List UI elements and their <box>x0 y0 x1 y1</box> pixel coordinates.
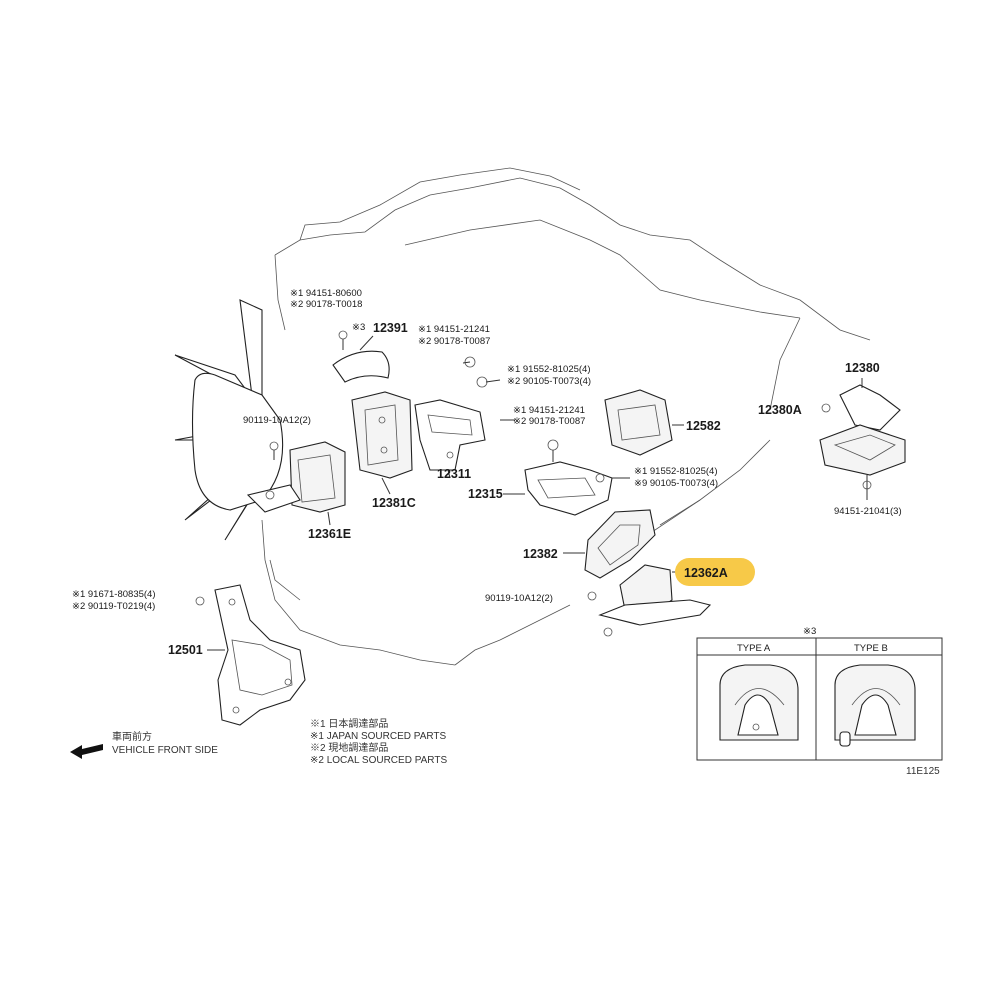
part-label-12380A: 12380A <box>758 403 802 417</box>
inset-marker: ※3 <box>803 626 816 637</box>
fastener-label: ※1 94151-21241 <box>513 405 585 416</box>
legend-line: ※1 日本調達部品 <box>310 717 388 730</box>
fastener-label: 90119-10A12(2) <box>243 415 311 426</box>
part-12362A-shape <box>587 564 712 637</box>
part-12391-shape <box>332 330 390 383</box>
fastener-label: ※1 91552-81025(4) <box>634 466 718 477</box>
front-arrow-icon <box>70 744 103 759</box>
part-label-12362A: 12362A <box>684 566 728 580</box>
fastener-label: ※1 94151-21241 <box>418 324 490 335</box>
fastener-label: ※2 90178-T0087 <box>513 416 585 427</box>
part-12311-shape <box>414 356 488 479</box>
fastener-label: ※2 90178-T0087 <box>418 336 490 347</box>
inset-type-b-label: TYPE B <box>854 643 888 654</box>
fastener-label: ※1 91552-81025(4) <box>507 364 591 375</box>
fastener-label: ※2 90119-T0219(4) <box>72 601 155 612</box>
part-label-12380: 12380 <box>845 361 880 375</box>
fastener-label: ※1 91671-80835(4) <box>72 589 156 600</box>
legend-line: ※2 LOCAL SOURCED PARTS <box>310 755 447 766</box>
fastener-label: ※1 94151-80600 <box>290 288 362 299</box>
part-12582-shape <box>604 389 684 456</box>
fastener-label: 90119-10A12(2) <box>485 593 553 604</box>
legend-line: ※2 現地調達部品 <box>310 741 388 754</box>
type-a-shape <box>719 664 799 741</box>
part-12380-shape <box>819 378 906 500</box>
diagram-id-code: 11E125 <box>906 766 940 777</box>
legend-line: ※1 JAPAN SOURCED PARTS <box>310 731 447 742</box>
part-12501-shape <box>195 584 306 726</box>
part-label-12382: 12382 <box>523 547 558 561</box>
type-inset: ※3 TYPE A TYPE B <box>696 626 943 761</box>
fastener-label: ※3 <box>352 322 365 333</box>
part-12361E-shape <box>246 441 346 526</box>
part-12381C-shape <box>351 391 413 495</box>
part-12382-shape <box>563 509 656 579</box>
fastener-label: 94151-21041(3) <box>834 506 902 517</box>
type-b-shape <box>834 664 916 747</box>
leader-lines <box>359 335 630 479</box>
front-label-en: VEHICLE FRONT SIDE <box>112 745 218 756</box>
part-label-12311: 12311 <box>437 467 471 481</box>
fastener-label: ※2 90178-T0018 <box>290 299 362 310</box>
part-label-12391: 12391 <box>373 321 408 335</box>
part-label-12315: 12315 <box>468 487 503 501</box>
part-label-12361E: 12361E <box>308 527 351 541</box>
part-label-12381C: 12381C <box>372 496 416 510</box>
engine-outline <box>261 167 871 666</box>
part-12315-shape <box>503 439 613 516</box>
fastener-label: ※2 90105-T0073(4) <box>507 376 591 387</box>
inset-type-a-label: TYPE A <box>737 643 771 654</box>
front-label-jp: 車両前方 <box>112 730 152 743</box>
vehicle-front-indicator: 車両前方 VEHICLE FRONT SIDE <box>70 730 218 759</box>
sourcing-legend: ※1 日本調達部品 ※1 JAPAN SOURCED PARTS ※2 現地調達… <box>310 717 447 766</box>
part-label-12582: 12582 <box>686 419 721 433</box>
fastener-label: ※9 90105-T0073(4) <box>634 478 718 489</box>
part-label-12501: 12501 <box>168 643 203 657</box>
highlight-pill <box>675 558 755 586</box>
